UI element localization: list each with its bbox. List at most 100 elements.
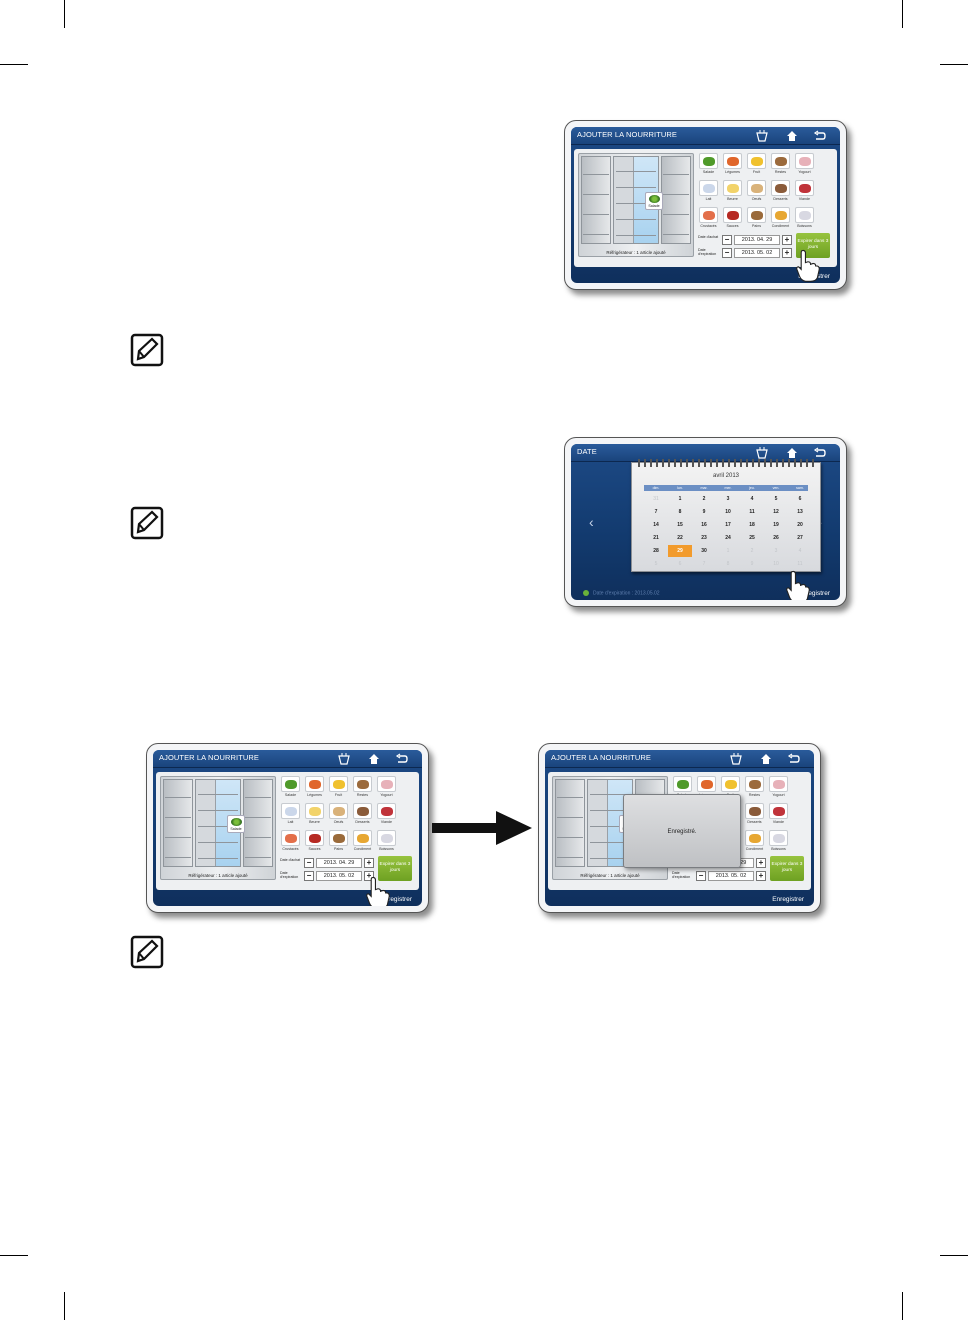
food-item[interactable]: Condiment: [770, 207, 791, 232]
food-item[interactable]: Salade: [280, 776, 301, 801]
basket-icon[interactable]: [729, 752, 743, 766]
food-item[interactable]: Salade: [698, 153, 719, 178]
food-item[interactable]: Desserts: [770, 180, 791, 205]
calendar-day[interactable]: 12: [773, 509, 779, 515]
calendar-day[interactable]: 5: [654, 561, 658, 567]
home-icon[interactable]: [367, 752, 381, 766]
basket-icon[interactable]: [337, 752, 351, 766]
calendar-day[interactable]: 3: [726, 496, 730, 502]
plus-button[interactable]: +: [782, 235, 792, 245]
minus-button[interactable]: −: [696, 871, 706, 881]
food-item[interactable]: Boissons: [768, 830, 789, 855]
food-item[interactable]: Sauces: [304, 830, 325, 855]
calendar-day[interactable]: 10: [725, 509, 731, 515]
basket-icon[interactable]: [755, 129, 769, 143]
calendar-day[interactable]: 1: [678, 496, 682, 502]
home-icon[interactable]: [785, 446, 799, 460]
calendar-day[interactable]: 8: [726, 561, 730, 567]
calendar-day[interactable]: 16: [701, 522, 707, 528]
calendar-day[interactable]: 21: [653, 535, 659, 541]
food-item[interactable]: Condiment: [352, 830, 373, 855]
food-item[interactable]: Crustacés: [280, 830, 301, 855]
calendar-day[interactable]: 13: [797, 509, 803, 515]
home-icon[interactable]: [785, 129, 799, 143]
minus-button[interactable]: −: [304, 858, 314, 868]
calendar-day[interactable]: 2: [702, 496, 706, 502]
expire-in-3-days-button[interactable]: Expirer dans 3 jours: [378, 856, 412, 881]
food-item[interactable]: Crustacés: [698, 207, 719, 232]
calendar-day[interactable]: 31: [653, 496, 659, 502]
date-field[interactable]: 2013. 04. 29: [316, 858, 362, 868]
food-item[interactable]: Viande: [794, 180, 815, 205]
calendar-day[interactable]: 25: [749, 535, 755, 541]
food-item[interactable]: Légumes: [722, 153, 743, 178]
calendar-day[interactable]: 11: [797, 561, 803, 567]
home-icon[interactable]: [759, 752, 773, 766]
save-button[interactable]: Enregistrer: [772, 896, 804, 903]
calendar-day[interactable]: 26: [773, 535, 779, 541]
calendar-day[interactable]: 1: [726, 548, 730, 554]
calendar-day[interactable]: 11: [749, 509, 755, 515]
minus-button[interactable]: −: [304, 871, 314, 881]
placed-item-salade[interactable]: Salade: [227, 815, 245, 833]
back-icon[interactable]: [813, 129, 827, 143]
calendar-day[interactable]: 9: [702, 509, 706, 515]
calendar-day[interactable]: 23: [701, 535, 707, 541]
calendar-day[interactable]: 9: [750, 561, 754, 567]
calendar-day[interactable]: 20: [797, 522, 803, 528]
food-item[interactable]: Restes: [352, 776, 373, 801]
food-item[interactable]: Fruit: [328, 776, 349, 801]
minus-button[interactable]: −: [722, 235, 732, 245]
plus-button[interactable]: +: [364, 858, 374, 868]
food-item[interactable]: Condiment: [744, 830, 765, 855]
calendar-day[interactable]: 8: [678, 509, 682, 515]
prev-month-button[interactable]: ‹: [589, 514, 594, 530]
date-field[interactable]: 2013. 05. 02: [316, 871, 362, 881]
calendar-day[interactable]: 27: [797, 535, 803, 541]
calendar-day[interactable]: 4: [750, 496, 754, 502]
back-icon[interactable]: [787, 752, 801, 766]
calendar-day[interactable]: 6: [678, 561, 682, 567]
back-icon[interactable]: [395, 752, 409, 766]
save-button[interactable]: Enregistrer: [380, 896, 412, 903]
calendar-day[interactable]: 14: [653, 522, 659, 528]
calendar-day-selected[interactable]: 29: [668, 545, 692, 557]
food-item[interactable]: Lait: [280, 803, 301, 828]
calendar-day[interactable]: 17: [725, 522, 731, 528]
calendar-day[interactable]: 15: [677, 522, 683, 528]
calendar-day[interactable]: 28: [653, 548, 659, 554]
food-item[interactable]: Fruit: [746, 153, 767, 178]
calendar-day[interactable]: 7: [654, 509, 658, 515]
basket-icon[interactable]: [755, 446, 769, 460]
calendar-day[interactable]: 18: [749, 522, 755, 528]
plus-button[interactable]: +: [782, 248, 792, 258]
calendar-day[interactable]: 19: [773, 522, 779, 528]
food-item[interactable]: Pains: [328, 830, 349, 855]
food-item[interactable]: Yogourt: [376, 776, 397, 801]
food-item[interactable]: Yogourt: [768, 776, 789, 801]
food-item[interactable]: Desserts: [744, 803, 765, 828]
calendar-day[interactable]: 3: [774, 548, 778, 554]
food-item[interactable]: Lait: [698, 180, 719, 205]
placed-item-salade[interactable]: Salade: [645, 192, 663, 210]
food-item[interactable]: Yogourt: [794, 153, 815, 178]
date-field[interactable]: 2013. 05. 02: [734, 248, 780, 258]
food-item[interactable]: Beurre: [304, 803, 325, 828]
food-item[interactable]: Restes: [770, 153, 791, 178]
calendar-day[interactable]: 30: [701, 548, 707, 554]
calendar-day[interactable]: 6: [798, 496, 802, 502]
date-field[interactable]: 2013. 04. 29: [734, 235, 780, 245]
calendar-day[interactable]: 24: [725, 535, 731, 541]
calendar-day[interactable]: 4: [798, 548, 802, 554]
save-button[interactable]: Enregistrer: [798, 590, 830, 597]
food-item[interactable]: Légumes: [304, 776, 325, 801]
minus-button[interactable]: −: [722, 248, 732, 258]
plus-button[interactable]: +: [756, 871, 766, 881]
plus-button[interactable]: +: [364, 871, 374, 881]
date-field[interactable]: 2013. 05. 02: [708, 871, 754, 881]
calendar-day[interactable]: 2: [750, 548, 754, 554]
food-item[interactable]: Boissons: [794, 207, 815, 232]
food-item[interactable]: Sauces: [722, 207, 743, 232]
food-item[interactable]: Oeufs: [746, 180, 767, 205]
